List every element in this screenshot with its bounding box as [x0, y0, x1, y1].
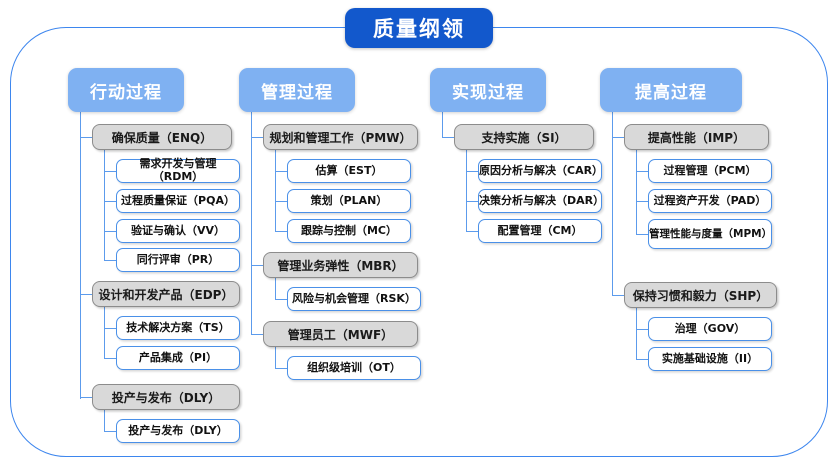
- connector-col1-g2: [80, 294, 92, 296]
- connector-mwf-i1: [275, 368, 287, 370]
- item-pr[interactable]: 同行评审（PR）: [116, 248, 240, 272]
- item-mc[interactable]: 跟踪与控制（MC）: [287, 219, 411, 243]
- item-car[interactable]: 原因分析与解决（CAR）: [478, 159, 603, 183]
- item-ii[interactable]: 实施基础设施（II）: [648, 347, 772, 371]
- connector-col1-g3: [80, 397, 92, 399]
- connector-shp-i1: [636, 329, 648, 331]
- connector-shp-trunk: [636, 308, 638, 360]
- group-pmw[interactable]: 规划和管理工作（PMW）: [263, 124, 418, 150]
- item-est[interactable]: 估算（EST）: [287, 159, 411, 183]
- column-header-action[interactable]: 行动过程: [68, 68, 184, 112]
- item-ot[interactable]: 组织级培训（OT）: [287, 356, 421, 380]
- connector-enq-i4: [104, 260, 116, 262]
- group-mbr[interactable]: 管理业务弹性（MBR）: [263, 252, 418, 278]
- group-enq[interactable]: 确保质量（ENQ）: [92, 124, 232, 150]
- connector-si-i1: [466, 171, 478, 173]
- connector-dly-i1: [104, 431, 116, 433]
- group-dly[interactable]: 投产与发布（DLY）: [92, 384, 240, 410]
- item-cm[interactable]: 配置管理（CM）: [478, 219, 602, 243]
- connector-enq-trunk: [104, 150, 106, 260]
- connector-pmw-i1: [275, 171, 287, 173]
- group-edp[interactable]: 设计和开发产品（EDP）: [92, 281, 240, 307]
- group-shp[interactable]: 保持习惯和毅力（SHP）: [624, 282, 777, 308]
- connector-shp-i2: [636, 359, 648, 361]
- item-gov[interactable]: 治理（GOV）: [648, 317, 772, 341]
- connector-imp-i2: [636, 201, 648, 203]
- column-header-improvement[interactable]: 提高过程: [600, 68, 742, 112]
- item-rsk[interactable]: 风险与机会管理（RSK）: [287, 287, 421, 311]
- connector-col1-trunk: [80, 112, 82, 399]
- connector-col2-g2: [251, 265, 263, 267]
- item-dar[interactable]: 决策分析与解决（DAR）: [478, 189, 604, 213]
- connector-col2-g3: [251, 334, 263, 336]
- connector-si-i3: [466, 231, 478, 233]
- group-mwf[interactable]: 管理员工（MWF）: [263, 321, 418, 347]
- connector-edp-i1: [104, 328, 116, 330]
- connector-imp-trunk: [636, 150, 638, 235]
- connector-imp-i1: [636, 171, 648, 173]
- group-imp[interactable]: 提高性能（IMP）: [624, 124, 769, 150]
- connector-enq-i3: [104, 231, 116, 233]
- connector-col1-g1: [80, 137, 92, 139]
- item-ts[interactable]: 技术解决方案（TS）: [116, 316, 240, 340]
- connector-col3-trunk: [442, 112, 444, 137]
- connector-col4-g1: [612, 137, 624, 139]
- item-vv[interactable]: 验证与确认（VV）: [116, 219, 240, 243]
- connector-col2-trunk: [251, 112, 253, 335]
- connector-enq-i2: [104, 201, 116, 203]
- item-pi[interactable]: 产品集成（PI）: [116, 346, 240, 370]
- connector-pmw-trunk: [275, 150, 277, 231]
- diagram-title: 质量纲领: [345, 8, 493, 48]
- connector-col3-g1: [442, 137, 454, 139]
- connector-mbr-trunk: [275, 278, 277, 300]
- connector-col4-trunk: [612, 112, 614, 296]
- connector-mwf-trunk: [275, 347, 277, 369]
- item-plan[interactable]: 策划（PLAN）: [287, 189, 411, 213]
- connector-pmw-i3: [275, 231, 287, 233]
- column-header-implementation[interactable]: 实现过程: [430, 68, 546, 112]
- connector-mbr-i1: [275, 299, 287, 301]
- item-pqa[interactable]: 过程质量保证（PQA）: [116, 189, 240, 213]
- connector-imp-i3: [636, 234, 648, 236]
- connector-enq-i1: [104, 171, 116, 173]
- connector-si-trunk: [466, 150, 468, 231]
- connector-col2-g1: [251, 137, 263, 139]
- connector-col4-g2: [612, 295, 624, 297]
- item-mpm[interactable]: 管理性能与度量（MPM）: [648, 219, 772, 249]
- group-si[interactable]: 支持实施（SI）: [454, 124, 594, 150]
- connector-pmw-i2: [275, 201, 287, 203]
- item-pcm[interactable]: 过程管理（PCM）: [648, 159, 772, 183]
- item-pad[interactable]: 过程资产开发（PAD）: [648, 189, 772, 213]
- connector-si-i2: [466, 201, 478, 203]
- connector-edp-i2: [104, 358, 116, 360]
- item-dly[interactable]: 投产与发布（DLY）: [116, 419, 240, 443]
- connector-edp-trunk: [104, 307, 106, 359]
- item-rdm[interactable]: 需求开发与管理（RDM）: [116, 158, 240, 183]
- column-header-management[interactable]: 管理过程: [239, 68, 355, 112]
- connector-dly-trunk: [104, 410, 106, 432]
